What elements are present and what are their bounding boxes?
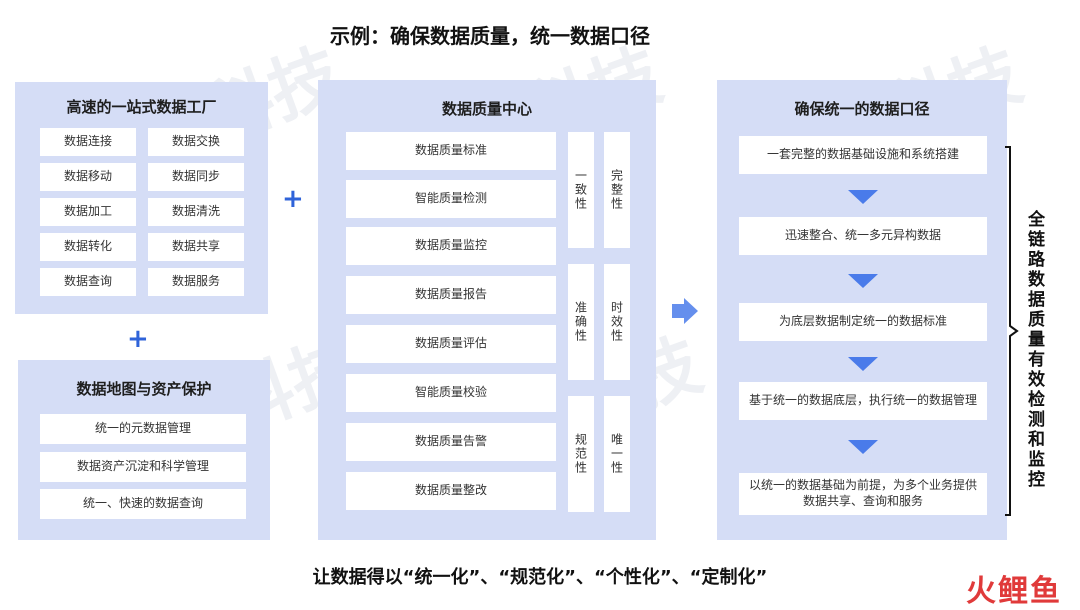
asset-item: 统一、快速的数据查询 [40,489,246,519]
quality-tag: 规范性 [568,396,594,512]
down-arrow-icon [848,274,878,288]
asset-item: 统一的元数据管理 [40,414,246,444]
unified-caliber-panel: 确保统一的数据口径 一套完整的数据基础设施和系统搭建 迅速整合、统一多元异构数据… [717,80,1007,540]
factory-cell: 数据移动 [40,163,136,191]
quality-item: 数据质量报告 [346,276,556,314]
logo: 火鲤鱼 [966,566,1062,610]
logo-part: 火 [966,574,998,609]
panel-title: 数据质量中心 [441,100,532,118]
down-arrow-icon [848,190,878,204]
logo-part: 鱼 [1030,574,1062,609]
quality-item: 数据质量评估 [346,325,556,363]
quality-item: 数据质量标准 [346,132,556,170]
panel-title: 高速的一站式数据工厂 [66,98,217,116]
quality-tag: 唯一性 [604,396,630,512]
factory-cell: 数据服务 [148,268,244,296]
factory-cell: 数据清洗 [148,198,244,226]
quality-center-panel: 数据质量中心 数据质量标准 智能质量检测 数据质量监控 数据质量报告 数据质量评… [318,80,656,540]
down-arrow-icon [848,440,878,454]
down-arrow-icon [848,357,878,371]
data-factory-panel: 高速的一站式数据工厂 数据连接 数据交换 数据移动 数据同步 数据加工 数据清洗… [15,82,268,314]
factory-cell: 数据加工 [40,198,136,226]
logo-part: 鲤 [998,574,1030,609]
quality-tag: 时效性 [604,264,630,380]
side-label: 全链路数据质量有效检测和监控 [1024,210,1044,490]
brace-icon [1005,146,1019,516]
step-item: 一套完整的数据基础设施和系统搭建 [739,136,987,174]
plus-icon: + [282,184,304,214]
panel-title: 数据地图与资产保护 [76,380,212,398]
quality-item: 智能质量校验 [346,374,556,412]
factory-cell: 数据连接 [40,128,136,156]
factory-cell: 数据查询 [40,268,136,296]
step-item: 以统一的数据基础为前提，为多个业务提供数据共享、查询和服务 [739,473,987,515]
asset-item: 数据资产沉淀和科学管理 [40,452,246,482]
quality-tag: 一致性 [568,132,594,248]
plus-icon: + [127,324,149,354]
quality-tag: 准确性 [568,264,594,380]
factory-cell: 数据共享 [148,233,244,261]
quality-tag: 完整性 [604,132,630,248]
footer-slogan: 让数据得以“统一化”、“规范化”、“个性化”、“定制化” [312,567,768,588]
step-item: 为底层数据制定统一的数据标准 [739,303,987,341]
step-item: 基于统一的数据底层，执行统一的数据管理 [739,382,987,420]
quality-item: 智能质量检测 [346,180,556,218]
page-title: 示例：确保数据质量，统一数据口径 [330,24,650,48]
factory-cell: 数据转化 [40,233,136,261]
factory-cell: 数据交换 [148,128,244,156]
quality-item: 数据质量告警 [346,423,556,461]
right-arrow-icon [672,298,698,324]
data-map-panel: 数据地图与资产保护 统一的元数据管理 数据资产沉淀和科学管理 统一、快速的数据查… [18,360,270,540]
factory-cell: 数据同步 [148,163,244,191]
panel-title: 确保统一的数据口径 [794,100,930,118]
step-item: 迅速整合、统一多元异构数据 [739,217,987,255]
quality-item: 数据质量整改 [346,472,556,510]
quality-item: 数据质量监控 [346,227,556,265]
